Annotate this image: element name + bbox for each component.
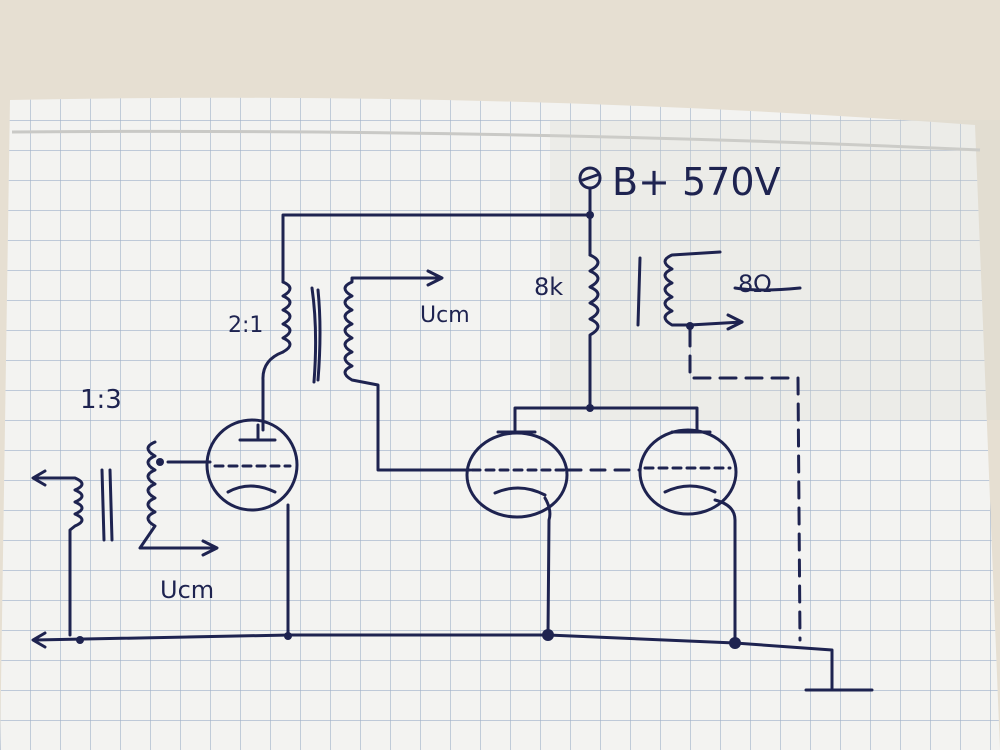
- output-transformer: [588, 250, 802, 410]
- interstage-ucm-label: Ucm: [420, 303, 470, 328]
- input-arrow-icon: [31, 469, 47, 487]
- speaker-arrow-icon: [726, 313, 744, 331]
- input-core-lines: [100, 468, 114, 542]
- feedback-dashed-wire: [688, 328, 802, 642]
- output-tube-2-icon: [638, 428, 738, 642]
- driver-tube-icon: [166, 418, 299, 637]
- primary-coil-icon: [281, 280, 292, 354]
- speaker-impedance-label: 8Ω: [738, 270, 772, 298]
- core-line: [310, 286, 318, 384]
- interstage-transformer: [261, 269, 472, 472]
- supply-label: B+ 570V: [612, 160, 781, 204]
- wire-anode: [261, 350, 285, 432]
- secondary-coil-icon: [343, 276, 472, 472]
- speaker-lead: [733, 286, 802, 292]
- plate-load-label: 8k: [534, 273, 563, 301]
- output-secondary-coil-icon: [663, 250, 744, 327]
- interstage-ratio-label: 2:1: [228, 313, 263, 338]
- wire-plate-bus: [513, 406, 699, 432]
- output-primary-coil-icon: [588, 253, 600, 410]
- core-line-2: [316, 288, 322, 382]
- arrow-icon: [426, 269, 444, 287]
- input-secondary-coil-icon: [138, 440, 217, 550]
- ucm-arrow-icon: [201, 539, 219, 557]
- graph-paper: [0, 97, 1000, 750]
- input-primary-coil-icon: [33, 476, 84, 637]
- output-tube-1-icon: [465, 430, 569, 637]
- ground-bus: [31, 629, 874, 692]
- wire-b-plus-interstage: [281, 213, 592, 284]
- input-transformer: [31, 440, 219, 637]
- b-plus-terminal: [578, 166, 602, 257]
- input-ratio-label: 1:3: [80, 385, 122, 415]
- input-ucm-label: Ucm: [160, 576, 214, 604]
- output-core-line: [636, 256, 642, 327]
